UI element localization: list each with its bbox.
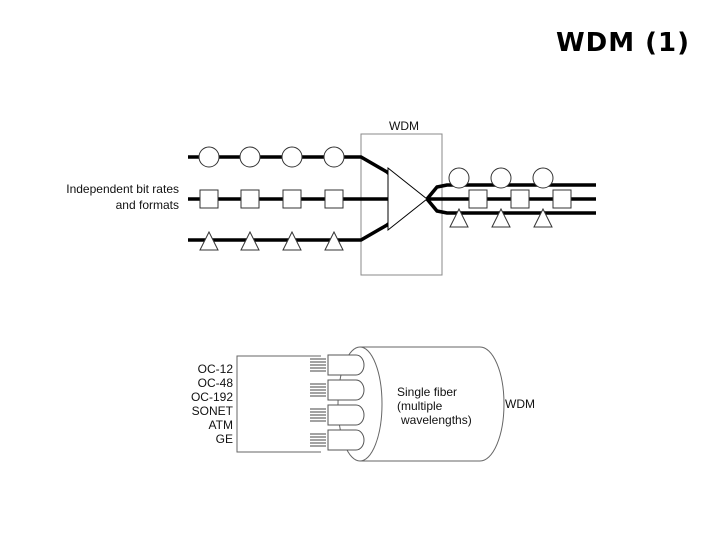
protocol-label: OC-192 (191, 390, 233, 404)
output-circle-3 (532, 167, 554, 189)
input-label-line2: and formats (116, 198, 179, 212)
output-square-1 (468, 189, 488, 209)
protocol-label: SONET (192, 404, 234, 418)
input-circle-2 (239, 146, 261, 168)
fiber-cable-body (360, 346, 505, 462)
wavelength-strand-1 (310, 354, 365, 376)
protocol-label: OC-12 (198, 362, 234, 376)
wdm-multiplexer-diagram: WDM Independent bit rates and formats (66, 119, 596, 276)
input-circle-symbols (198, 146, 345, 168)
output-triangle-1 (449, 207, 469, 228)
fiber-label-line2: (multiple (397, 399, 443, 413)
output-fiber-bottom (425, 197, 596, 215)
wavelength-strand-2 (310, 379, 365, 401)
fiber-label-line3: wavelengths) (400, 413, 472, 427)
input-circle-4 (323, 146, 345, 168)
output-circle-symbols (448, 167, 554, 189)
input-triangle-2 (240, 230, 260, 251)
slide-title: WDM (1) (555, 28, 690, 58)
output-circle-2 (490, 167, 512, 189)
wdm-box-label: WDM (389, 119, 419, 133)
input-triangle-4 (324, 230, 344, 251)
input-triangle-symbols (199, 230, 344, 251)
wavelength-strand-3 (310, 404, 365, 426)
input-square-1 (199, 189, 219, 209)
wavelength-strand-4 (310, 429, 365, 451)
input-label-line1: Independent bit rates (66, 182, 179, 196)
input-square-2 (240, 189, 260, 209)
output-fiber-top (425, 183, 596, 201)
input-triangle-1 (199, 230, 219, 251)
protocol-label: GE (216, 432, 233, 446)
source-box-outline (236, 355, 321, 453)
fiber-description: Single fiber (multiple wavelengths) (397, 385, 472, 427)
output-triangle-3 (533, 207, 553, 228)
output-square-symbols (468, 189, 572, 209)
amplifier-triangle (387, 166, 428, 232)
output-circle-1 (448, 167, 470, 189)
wdm-label: WDM (505, 397, 535, 411)
input-triangle-3 (282, 230, 302, 251)
input-square-3 (282, 189, 302, 209)
input-circle-3 (281, 146, 303, 168)
input-circle-1 (198, 146, 220, 168)
output-square-2 (510, 189, 530, 209)
fiber-label-line1: Single fiber (397, 385, 457, 399)
single-fiber-diagram: OC-12 OC-48 OC-192 SONET ATM GE (191, 346, 535, 462)
output-triangle-symbols (449, 207, 553, 228)
output-triangle-2 (491, 207, 511, 228)
protocol-labels: OC-12 OC-48 OC-192 SONET ATM GE (191, 362, 234, 446)
output-square-3 (552, 189, 572, 209)
input-square-symbols (199, 189, 344, 209)
protocol-label: OC-48 (198, 376, 234, 390)
input-square-4 (324, 189, 344, 209)
protocol-label: ATM (209, 418, 233, 432)
wavelength-strands (310, 354, 365, 451)
